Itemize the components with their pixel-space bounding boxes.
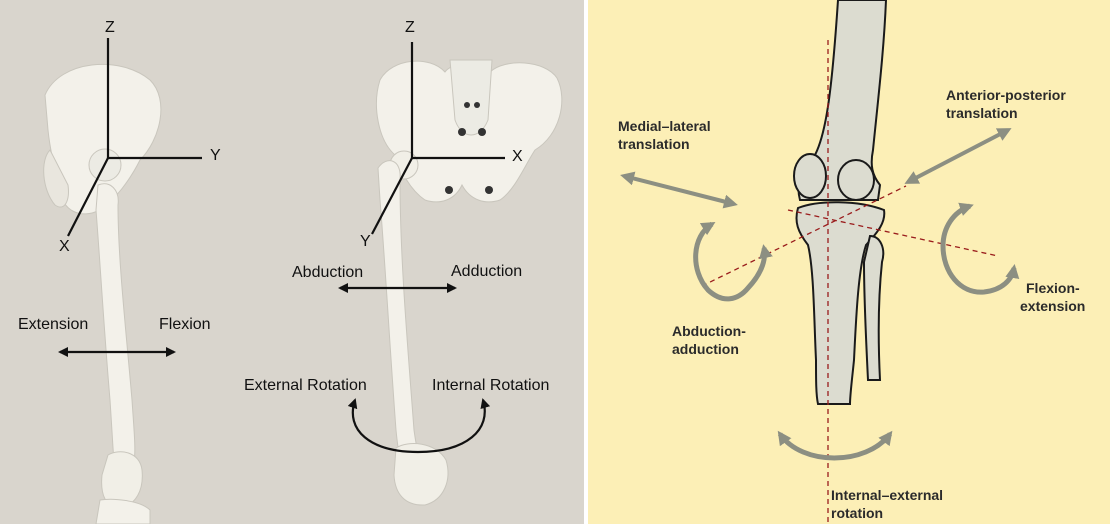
front-pelvis-bone — [376, 60, 561, 202]
internal-external-label-line-2: rotation — [831, 505, 883, 522]
side-y-axis-label: Y — [210, 147, 221, 165]
abduction-adduction-arrow — [696, 224, 765, 299]
femur-bone — [794, 0, 886, 200]
internal-rotation-label: Internal Rotation — [432, 377, 549, 395]
hip-illustration — [0, 0, 584, 524]
hip-motion-panel: Z Y X Z X Y Extension Flexion Abduction … — [0, 0, 584, 524]
medial-lateral-label-line-1: Medial–lateral — [618, 118, 711, 135]
adduction-label: Adduction — [451, 263, 522, 281]
tibia-bone — [796, 202, 884, 404]
abduction-label: Abduction — [292, 264, 363, 282]
external-rotation-label: External Rotation — [244, 377, 367, 395]
medial-lateral-label-line-2: translation — [618, 136, 690, 153]
front-x-axis-label: X — [512, 148, 523, 166]
flexion-extension-arrow — [943, 206, 1014, 292]
knee-motion-panel: Medial–lateral translation Anterior-post… — [588, 0, 1110, 524]
anterior-posterior-label-line-2: translation — [946, 105, 1018, 122]
flexion-extension-label-line-2: extension — [1020, 298, 1085, 315]
flexion-extension-label-line-1: Flexion- — [1026, 280, 1080, 297]
side-z-axis-label: Z — [105, 19, 115, 37]
front-z-axis-label: Z — [405, 19, 415, 37]
abduction-adduction-label-line-2: adduction — [672, 341, 739, 358]
extension-label: Extension — [18, 316, 88, 334]
side-femur-bone — [96, 184, 150, 524]
anterior-posterior-label-line-1: Anterior-posterior — [946, 87, 1066, 104]
internal-external-rotation-arrow — [780, 434, 890, 458]
flexion-label: Flexion — [159, 316, 211, 334]
front-y-axis-label: Y — [360, 233, 371, 251]
anterior-posterior-arrow — [908, 130, 1008, 182]
knee-illustration — [588, 0, 1110, 524]
side-x-axis-label: X — [59, 238, 70, 256]
internal-external-label-line-1: Internal–external — [831, 487, 943, 504]
medial-lateral-arrow — [624, 176, 734, 204]
abduction-adduction-label-line-1: Abduction- — [672, 323, 746, 340]
